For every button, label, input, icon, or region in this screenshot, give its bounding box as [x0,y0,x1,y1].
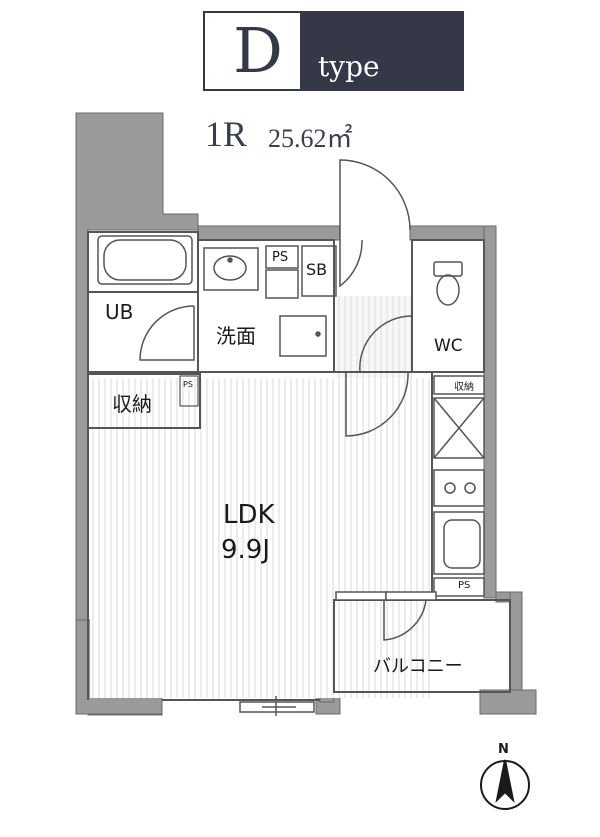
room-label-balcony: バルコニー [373,656,463,677]
room-label-ldk-size: 9.9J [221,535,271,565]
compass-north-label: N [498,742,509,757]
type-word: type [318,50,380,83]
room-label-ldk: LDK [223,500,275,530]
ps-left-box [179,375,199,407]
ldk-floor [90,378,432,698]
doors [139,159,427,641]
layout-code: 1R [205,114,248,154]
bathtub [97,235,193,285]
type-letter: D [233,14,283,87]
room-label-ps-top: PS [272,250,289,265]
ps-sb-boxes [265,245,337,299]
room-label-sb: SB [306,260,328,279]
type-label-panel [300,11,464,91]
room-label-ub: UB [105,300,134,324]
room-label-ps-kitchen: PS [458,580,471,591]
bottom-window [239,696,315,716]
kitchen [433,375,485,597]
room-label-storage-small: 収納 [454,382,474,393]
room-label-storage: 収納 [112,392,152,416]
compass [480,759,530,810]
washing-machine-pan [279,315,327,357]
wash-basin [203,247,259,291]
toilet [433,261,463,306]
hall-floor [336,296,412,378]
room-label-washroom: 洗面 [216,324,256,348]
room-label-wc: WC [434,336,463,356]
balcony-window [335,591,437,601]
room-label-ps-left: PS [183,380,193,389]
floor-area: 25.62㎡ [268,124,353,153]
